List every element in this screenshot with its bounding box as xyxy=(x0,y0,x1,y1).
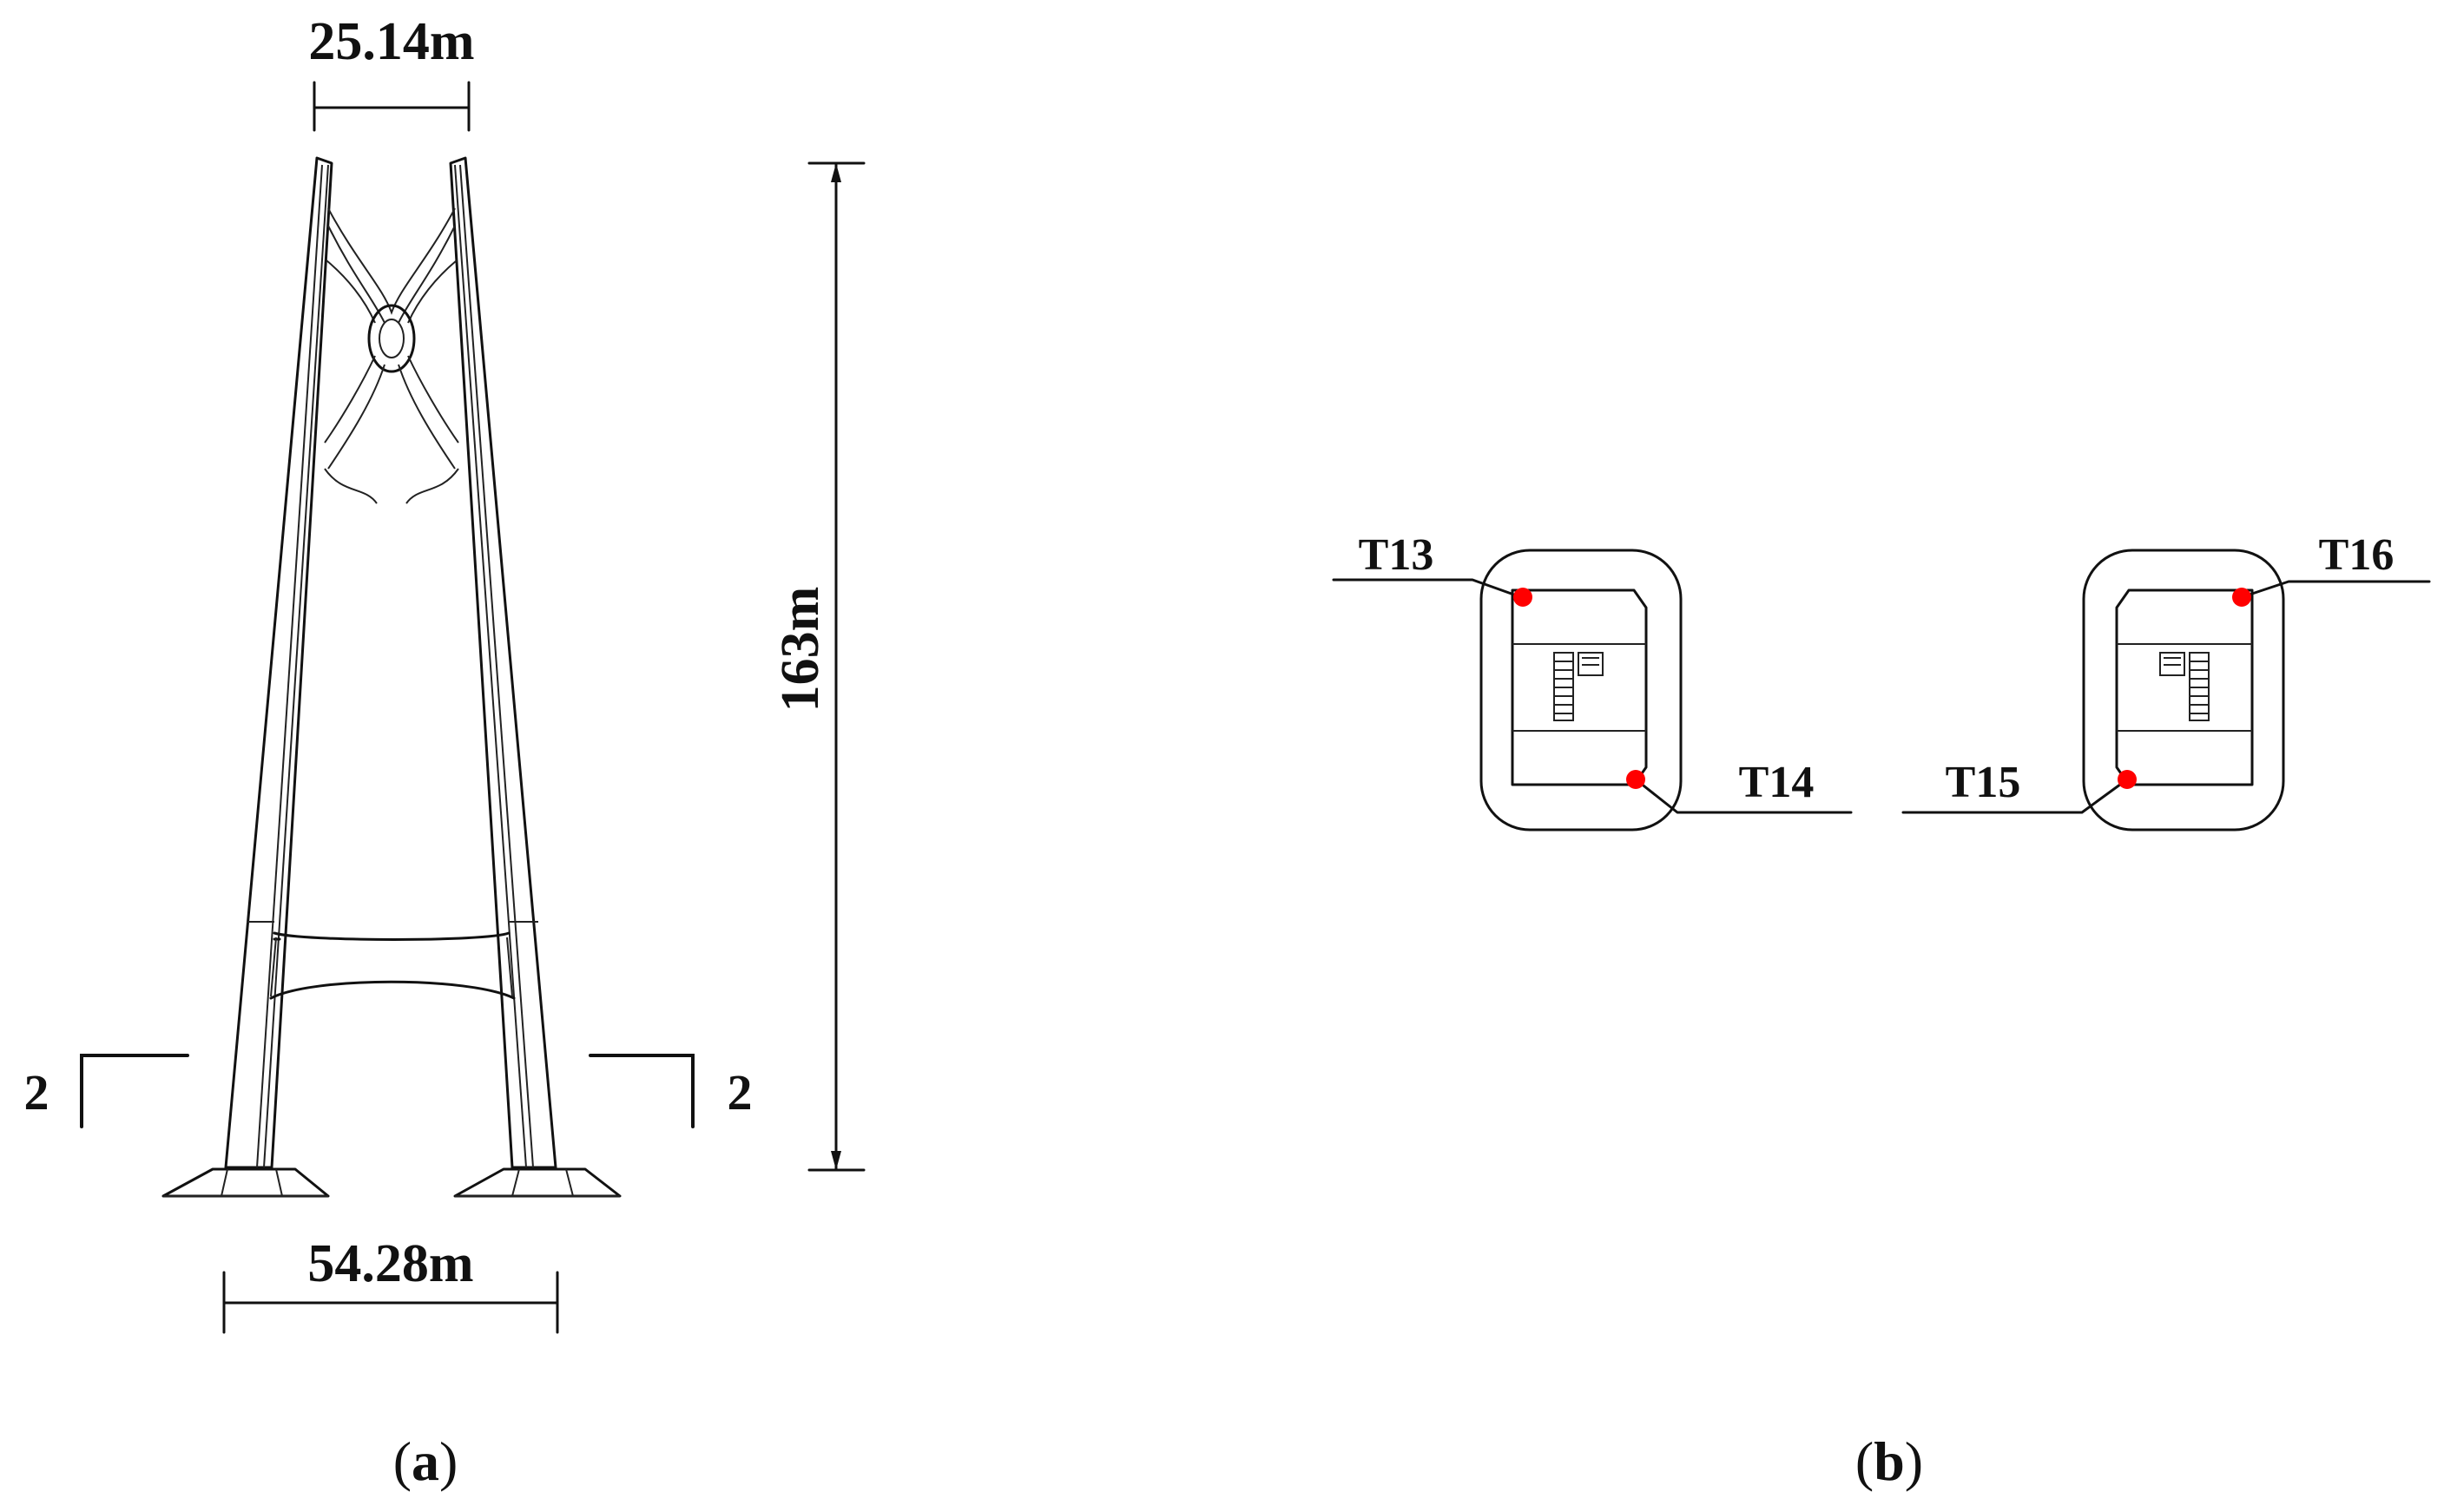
t14-marker xyxy=(1626,770,1645,789)
section-label-left: 2 xyxy=(24,1064,49,1121)
t14-label: T14 xyxy=(1739,758,1815,807)
lower-cross-beam xyxy=(269,931,516,1000)
measuring-point-t14: T14 xyxy=(1626,758,1853,814)
tower-right-leg xyxy=(449,156,557,1169)
panel-b-cross-sections: T13 T14 T15 T16 (b) xyxy=(1332,530,2431,1492)
section-mark-right: 2 xyxy=(589,1054,753,1128)
t13-marker xyxy=(1513,588,1532,607)
t15-marker xyxy=(2118,770,2137,789)
measuring-point-t16: T16 xyxy=(2232,530,2431,607)
base-width-dimension: 54.28m xyxy=(222,1234,559,1334)
caption-a: (a) xyxy=(393,1430,458,1492)
upper-x-bracing xyxy=(324,207,459,504)
tower-foundations xyxy=(161,1167,622,1198)
section-label-right: 2 xyxy=(728,1064,753,1121)
left-leg-section xyxy=(1479,549,1683,832)
section-mark-left: 2 xyxy=(24,1054,189,1128)
t15-label: T15 xyxy=(1946,758,2021,807)
measuring-point-t15: T15 xyxy=(1901,758,2137,814)
panel-a-tower-elevation: 25.14m xyxy=(24,12,866,1492)
top-width-dimension: 25.14m xyxy=(308,12,475,132)
t16-label: T16 xyxy=(2319,530,2395,580)
t13-label: T13 xyxy=(1359,530,1434,580)
right-leg-section xyxy=(2082,549,2285,832)
height-label: 163m xyxy=(771,587,830,713)
caption-b: (b) xyxy=(1855,1430,1923,1492)
measuring-point-t13: T13 xyxy=(1332,530,1532,607)
top-width-label: 25.14m xyxy=(308,12,474,71)
tower-left-leg xyxy=(224,156,333,1169)
t16-marker xyxy=(2232,588,2251,607)
base-width-label: 54.28m xyxy=(307,1234,473,1293)
height-dimension: 163m xyxy=(771,161,866,1172)
